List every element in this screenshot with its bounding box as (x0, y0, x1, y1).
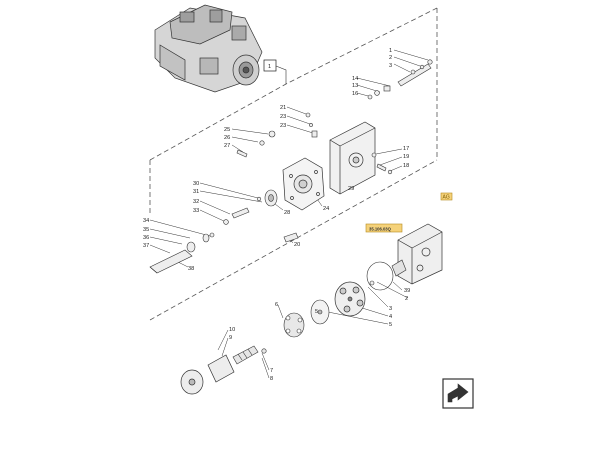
callout-leader (275, 65, 287, 84)
callout-label: 23 (280, 123, 286, 129)
callout-label: 6 (275, 302, 278, 308)
callout-label: 14 (352, 76, 358, 82)
next-page-arrow-icon[interactable] (442, 378, 474, 409)
callout-label: 30 (193, 181, 199, 187)
valve-housing-part (329, 121, 376, 195)
callout-label: 2 (389, 55, 392, 61)
callout-label: 19 (403, 154, 409, 160)
callout-label: 34 (143, 218, 149, 224)
stud-fitting-parts (367, 59, 433, 100)
callout-label: 10 (229, 327, 235, 333)
cylinder-block-part (334, 281, 366, 317)
retainer-plate-part (283, 312, 305, 338)
swash-plate-parts (180, 354, 235, 395)
callout-label: 1 (268, 64, 271, 70)
reference-tag: 35.106.03Q (365, 223, 403, 233)
bolt-parts (371, 152, 393, 175)
callout-label: 13 (352, 83, 358, 89)
flange-plate-part (282, 157, 325, 211)
callout-label: 7 (270, 368, 273, 374)
drive-shaft-parts (149, 232, 215, 274)
callout-label: 23 (280, 114, 286, 120)
cap-screw-part (283, 232, 299, 243)
callout-label: 36 (143, 235, 149, 241)
callout-label: 35 (143, 227, 149, 233)
callout-label: 25 (224, 127, 230, 133)
valve-plate-part (310, 299, 330, 325)
o-ring-coupling-parts (366, 259, 407, 291)
callout-label: 37 (143, 243, 149, 249)
control-valve-housing-part (397, 223, 443, 285)
section-side-tag-text: AG (443, 195, 450, 201)
callout-label: 1 (389, 48, 392, 54)
callout-label: 21 (280, 105, 286, 111)
callout-label: 31 (193, 189, 199, 195)
spring-piston-parts (232, 345, 267, 365)
callout-label: 3 (389, 306, 392, 312)
callout-label: 9 (229, 335, 232, 341)
small-fastener-parts (236, 112, 318, 158)
callout-label: 8 (270, 376, 273, 382)
section-side-tag: AG (440, 192, 453, 201)
gear-bearing-parts (223, 189, 278, 225)
callout-label: 16 (352, 91, 358, 97)
callout-label: 24 (323, 206, 329, 212)
callout-label: 28 (284, 210, 290, 216)
callout-label: 38 (188, 266, 194, 272)
callout-label: 2 (405, 296, 408, 302)
callout-leader-lines (149, 49, 429, 379)
callout-label: 5 (389, 322, 392, 328)
callout-label: 27 (224, 143, 230, 149)
callout-label: 5 (315, 309, 318, 315)
callout-label: 33 (193, 208, 199, 214)
callout-label: 26 (224, 135, 230, 141)
callout-label: 18 (403, 163, 409, 169)
callout-label: 4 (389, 314, 392, 320)
callout-label: 3 (389, 63, 392, 69)
callout-label: 32 (193, 199, 199, 205)
callout-label: 29 (348, 186, 354, 192)
reference-tag-text: 35.106.03Q (369, 227, 392, 232)
callout-label: 17 (403, 146, 409, 152)
callout-label: 39 (404, 288, 410, 294)
hydraulic-pump-assembly-image (154, 4, 277, 93)
callout-labels: 1 2 3 14 13 16 21 23 23 25 26 27 17 19 1… (143, 48, 410, 382)
callout-label: 20 (294, 242, 300, 248)
